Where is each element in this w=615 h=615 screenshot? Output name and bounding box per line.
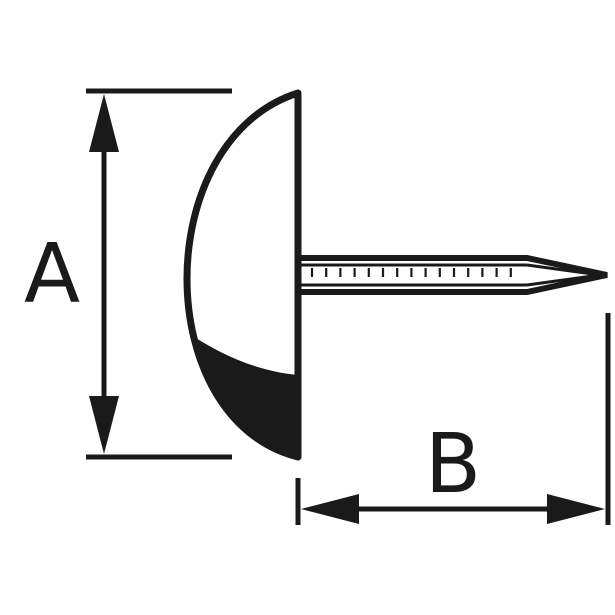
- shank-serrations: [310, 268, 512, 277]
- dimension-label-a: A: [24, 227, 80, 322]
- dimension-b: B: [295, 313, 611, 525]
- nail-head-shadow: [187, 305, 298, 457]
- shank-outline: [298, 255, 608, 295]
- arrowhead-right: [547, 494, 605, 524]
- arrowhead-up: [89, 94, 119, 152]
- arrowhead-down: [89, 396, 119, 454]
- nail-point-line: [526, 263, 601, 277]
- nail-point-line: [526, 273, 601, 287]
- arrowhead-left: [301, 494, 359, 524]
- dimension-label-b: B: [425, 417, 481, 512]
- nail-head: [183, 89, 302, 461]
- nail-shank: [298, 255, 608, 295]
- nail-head-outline: [183, 89, 302, 461]
- dimension-a: A: [24, 88, 232, 460]
